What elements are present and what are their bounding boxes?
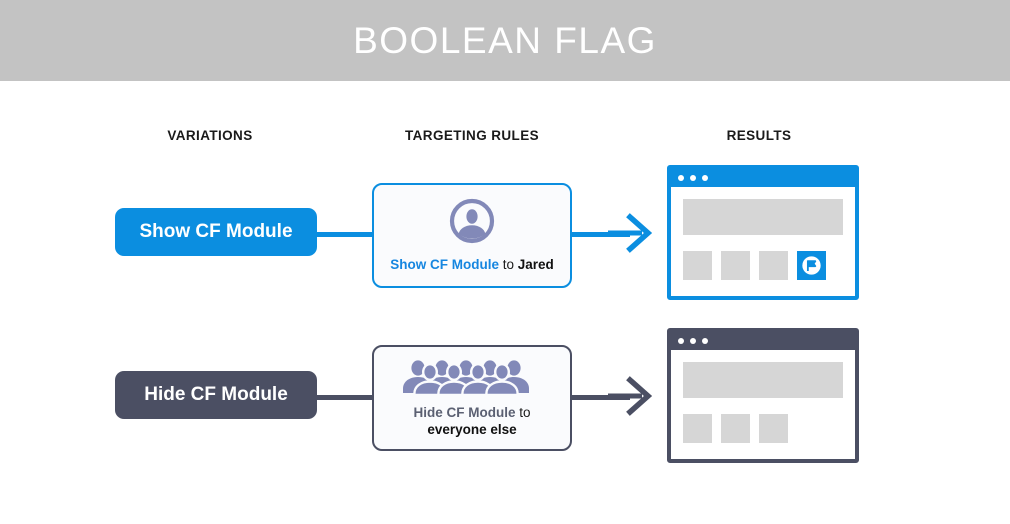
rule-text-audience: everyone else — [427, 421, 517, 437]
flow-arrow-hide — [608, 374, 653, 418]
rule-text-connector: to — [515, 404, 531, 420]
content-placeholder-block — [683, 199, 843, 235]
window-content — [671, 187, 855, 280]
window-dot-icon — [702, 175, 708, 181]
rule-text-audience: Jared — [517, 257, 554, 272]
variation-pill-show[interactable]: Show CF Module — [115, 208, 317, 256]
rule-text-variation: Show CF Module — [390, 257, 499, 272]
content-placeholder-block — [683, 362, 843, 398]
targeting-rule-text-hide: Hide CF Module to everyone else — [413, 404, 530, 438]
connector-variation-to-rule — [300, 232, 380, 237]
targeting-rule-card-hide[interactable]: Hide CF Module to everyone else — [372, 345, 572, 451]
content-tile — [721, 414, 750, 443]
flag-badge-icon — [802, 256, 821, 275]
flow-row-hide: Hide CF Module — [0, 328, 1010, 468]
crowd-of-people-icon — [402, 359, 542, 400]
connector-rule-to-arrow — [562, 395, 630, 400]
targeting-rule-text-show: Show CF Module to Jared — [390, 256, 554, 273]
page-title: BOOLEAN FLAG — [353, 19, 657, 61]
connector-variation-to-rule — [300, 395, 380, 400]
page-header: BOOLEAN FLAG — [0, 0, 1010, 81]
variation-pill-hide[interactable]: Hide CF Module — [115, 371, 317, 419]
cf-module-tile[interactable] — [797, 251, 826, 280]
connector-rule-to-arrow — [562, 232, 630, 237]
window-dot-icon — [678, 338, 684, 344]
targeting-rule-card-show[interactable]: Show CF Module to Jared — [372, 183, 572, 288]
window-titlebar — [671, 169, 855, 187]
content-tile — [721, 251, 750, 280]
window-dot-icon — [702, 338, 708, 344]
window-dot-icon — [690, 175, 696, 181]
variation-pill-label: Show CF Module — [139, 221, 293, 242]
content-tile — [759, 251, 788, 280]
window-dot-icon — [690, 338, 696, 344]
column-heading-results: RESULTS — [726, 128, 792, 143]
result-window-show[interactable] — [667, 165, 859, 300]
content-tile — [759, 414, 788, 443]
flow-arrow-show — [608, 211, 653, 255]
window-dot-icon — [678, 175, 684, 181]
content-tile — [683, 414, 712, 443]
rule-text-variation: Hide CF Module — [413, 404, 516, 420]
window-content — [671, 350, 855, 443]
single-user-icon — [449, 198, 495, 249]
column-headings: VARIATIONS TARGETING RULES RESULTS — [0, 128, 1010, 150]
column-heading-variations: VARIATIONS — [167, 128, 253, 143]
rule-text-connector: to — [498, 257, 518, 272]
content-tiles — [683, 251, 843, 280]
content-tile — [683, 251, 712, 280]
flow-row-show: Show CF Module Show CF Module to Jared — [0, 165, 1010, 305]
variation-pill-label: Hide CF Module — [144, 384, 288, 405]
window-titlebar — [671, 332, 855, 350]
column-heading-targeting-rules: TARGETING RULES — [405, 128, 539, 143]
result-window-hide[interactable] — [667, 328, 859, 463]
content-tiles — [683, 414, 843, 443]
